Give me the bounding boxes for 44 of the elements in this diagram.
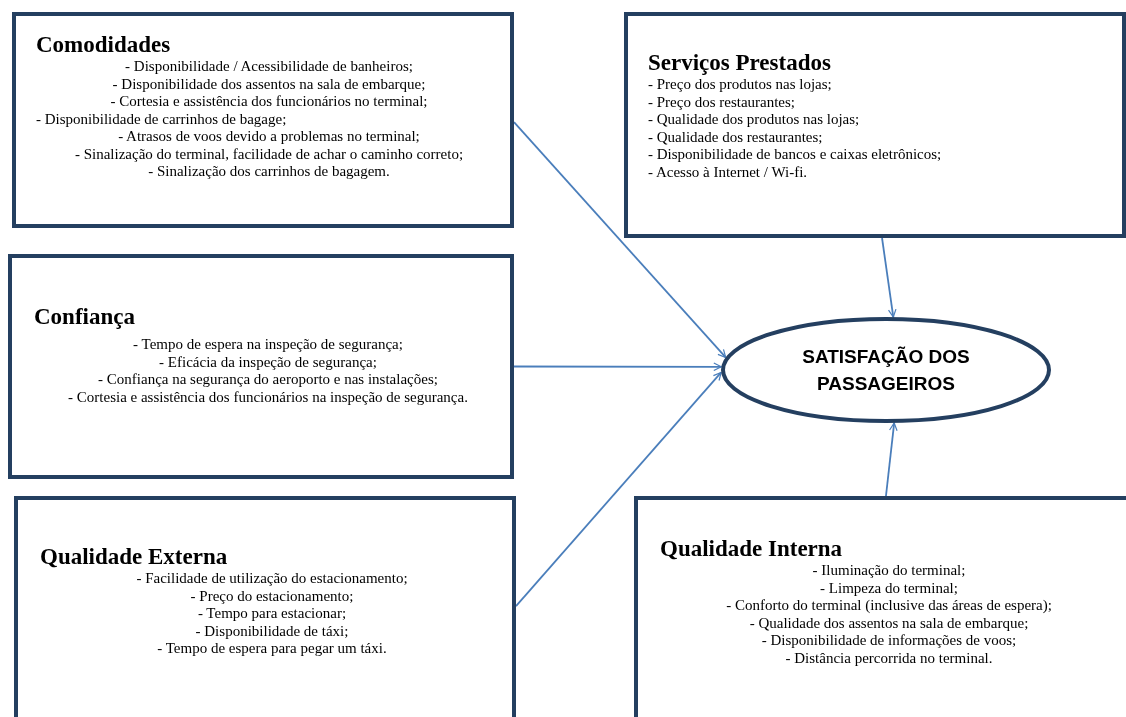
arrow	[515, 371, 723, 607]
list-item: - Disponibilidade de carrinhos de bagage;	[36, 110, 288, 128]
list-item: - Qualidade dos assentos na sala de embarque;	[748, 614, 1030, 632]
list-item: - Atrasos de voos devido a problemas no terminal;	[117, 128, 421, 146]
list-item: - Tempo para estacionar;	[196, 605, 348, 623]
category-box	[634, 496, 1126, 717]
list-item: - Qualidade dos restaurantes;	[648, 128, 824, 146]
category-box	[624, 12, 1126, 238]
list-item: - Tempo de espera para pegar um táxi.	[156, 640, 388, 658]
category-box	[12, 12, 514, 228]
list-item: - Eficácia da inspeção de segurança;	[158, 353, 378, 371]
box-heading: Serviços Prestados	[648, 50, 832, 76]
category-box	[14, 496, 516, 717]
list-item: - Disponibilidade de táxi;	[194, 622, 350, 640]
arrow	[513, 121, 727, 359]
box-heading: Qualidade Externa	[40, 544, 229, 570]
list-item: - Sinalização do terminal, facilidade de achar o caminho correto;	[73, 145, 465, 163]
list-item: - Disponibilidade de bancos e caixas eletrônicos;	[648, 146, 943, 164]
box-heading: Comodidades	[36, 32, 172, 58]
list-item: - Sinalização dos carrinhos de bagagem.	[147, 163, 391, 181]
list-item: - Conforto do terminal (inclusive das áreas de espera);	[725, 597, 1053, 615]
box-heading: Confiança	[34, 304, 136, 330]
list-item: - Cortesia e assistência dos funcionários no terminal;	[109, 93, 429, 111]
list-item: - Disponibilidade / Acessibilidade de banheiros;	[124, 58, 414, 76]
list-item: - Confiança na segurança do aeroporto e nas instalações;	[97, 371, 439, 389]
list-item: - Distância percorrida no terminal.	[784, 649, 994, 667]
list-item: - Preço do estacionamento;	[189, 587, 355, 605]
list-item: - Iluminação do terminal;	[811, 562, 967, 580]
list-item: - Preço dos produtos nas lojas;	[648, 76, 833, 94]
category-box	[8, 254, 514, 479]
arrow	[513, 362, 723, 372]
list-item: - Cortesia e assistência dos funcionários na inspeção de segurança.	[67, 388, 469, 406]
list-item: - Disponibilidade dos assentos na sala de embarque;	[111, 75, 427, 93]
node-title: SATISFAÇÃO DOS PASSAGEIROS	[801, 345, 971, 396]
arrow	[881, 237, 897, 318]
list-item: - Tempo de espera na inspeção de segurança;	[132, 336, 404, 354]
list-item: - Disponibilidade de informações de voos;	[760, 632, 1018, 650]
arrow	[885, 422, 898, 497]
list-item: - Facilidade de utilização do estacionamento;	[135, 570, 409, 588]
box-heading: Qualidade Interna	[660, 536, 844, 562]
list-item: - Acesso à Internet / Wi-fi.	[648, 163, 809, 181]
list-item: - Qualidade dos produtos nas lojas;	[648, 111, 861, 129]
list-item: - Limpeza do terminal;	[819, 579, 959, 597]
list-item: - Preço dos restaurantes;	[648, 93, 797, 111]
